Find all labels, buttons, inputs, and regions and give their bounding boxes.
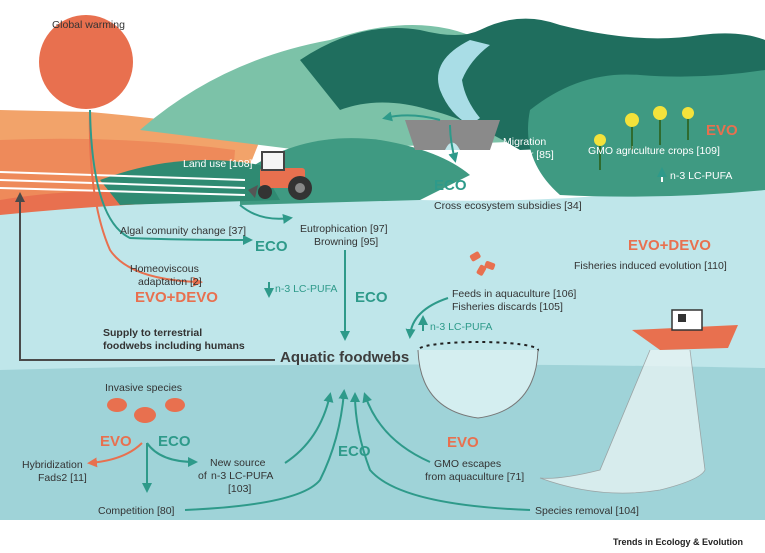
arrow-invasive-to-new-source — [146, 442, 198, 467]
label-cross-ecosystem: Cross ecosystem subsidies [34] — [434, 200, 582, 212]
label-browning: Browning [95] — [314, 236, 378, 248]
arrow-global-warming-to-eco — [89, 109, 253, 245]
label-species-removal: Species removal [104] — [535, 505, 639, 517]
label-evo-devo-right: EVO+DEVO — [628, 237, 711, 254]
fishing-net — [539, 349, 706, 494]
label-new-source-1: New source — [210, 457, 266, 469]
label-eco-mid: ECO — [255, 238, 288, 255]
plough-furrows — [0, 171, 246, 196]
label-new-source-3: n-3 LC-PUFA — [211, 470, 273, 482]
arrow-supply-to-terrestrial — [15, 192, 275, 361]
label-fisheries-evolution: Fisheries induced evolution [110] — [574, 260, 727, 272]
label-eco-center: ECO — [355, 289, 388, 306]
label-new-source-2: of — [198, 470, 207, 482]
arrow-land-use-to-eutrophication — [239, 204, 293, 224]
footer-journal: Trends in Ecology & Evolution — [613, 537, 743, 547]
label-supply-2: foodwebs including humans — [103, 340, 245, 352]
label-homeoviscous-1: Homeoviscous — [130, 263, 199, 275]
label-feeds: Feeds in aquaculture [106] — [452, 288, 576, 300]
label-aquatic-foodwebs: Aquatic foodwebs — [280, 349, 409, 366]
label-homeoviscous-2: adaptation [2] — [138, 276, 202, 288]
label-evo-top: EVO — [706, 122, 738, 139]
label-algal-change: Algal comunity change [37] — [120, 225, 246, 237]
label-evo-bottom: EVO — [100, 433, 132, 450]
arrow-dam-to-river — [382, 111, 441, 122]
hill-mid — [528, 70, 765, 197]
tractor-icon — [248, 151, 312, 200]
arrow-feeds-to-foodwebs — [405, 297, 449, 339]
fishing-boat-icon — [632, 309, 738, 350]
label-migration-1: Migration — [503, 136, 546, 148]
label-supply-1: Supply to terrestrial — [103, 327, 202, 339]
crab-icon — [107, 398, 185, 423]
label-gmo-escapes-1: GMO escapes — [434, 458, 501, 470]
label-pufa-up: n-3 LC-PUFA — [430, 321, 492, 333]
arrow-new-source-to-foodwebs — [284, 392, 334, 464]
arrow-competition-to-foodwebs — [184, 389, 349, 511]
label-global-warming: Global warming — [52, 19, 125, 31]
label-competition: Competition [80] — [98, 505, 175, 517]
label-gmo-crops-pufa: n-3 LC-PUFA — [670, 170, 732, 182]
label-discards: Fisheries discards [105] — [452, 301, 563, 313]
label-eco-top: ECO — [434, 177, 467, 194]
label-hybridization-2: Fads2 [11] — [38, 472, 87, 484]
label-gmo-crops: GMO agriculture crops [109] — [588, 145, 720, 157]
arrow-species-removal-to-foodwebs — [350, 392, 531, 511]
label-hybridization-1: Hybridization — [22, 459, 83, 471]
label-pufa-down: n-3 LC-PUFA — [275, 283, 337, 295]
dam-barrier — [405, 120, 500, 150]
label-invasive: Invasive species — [105, 382, 182, 394]
arrow-gmo-escapes-to-foodwebs — [362, 392, 431, 463]
label-evo-gmo: EVO — [447, 434, 479, 451]
feed-pellets-icon — [469, 251, 496, 276]
label-eutrophication: Eutrophication [97] — [300, 223, 388, 235]
label-gmo-escapes-2: from aquaculture [71] — [425, 471, 524, 483]
label-new-source-4: [103] — [228, 483, 251, 495]
label-land-use: Land use [108] — [183, 158, 253, 170]
label-eco-bottom-left: ECO — [158, 433, 191, 450]
sun-icon — [39, 15, 133, 109]
label-eco-bottom-center: ECO — [338, 443, 371, 460]
arrow-dam-to-eco — [448, 124, 459, 163]
label-migration-2: barrier [85] — [503, 149, 554, 161]
label-evo-devo-left: EVO+DEVO — [135, 289, 218, 306]
fish-cage-icon — [417, 341, 539, 419]
arrow-global-warming-to-homeoviscous — [88, 109, 203, 287]
arrow-invasive-to-hybridization — [87, 442, 143, 468]
crops-icon — [594, 106, 694, 170]
river — [438, 40, 490, 125]
